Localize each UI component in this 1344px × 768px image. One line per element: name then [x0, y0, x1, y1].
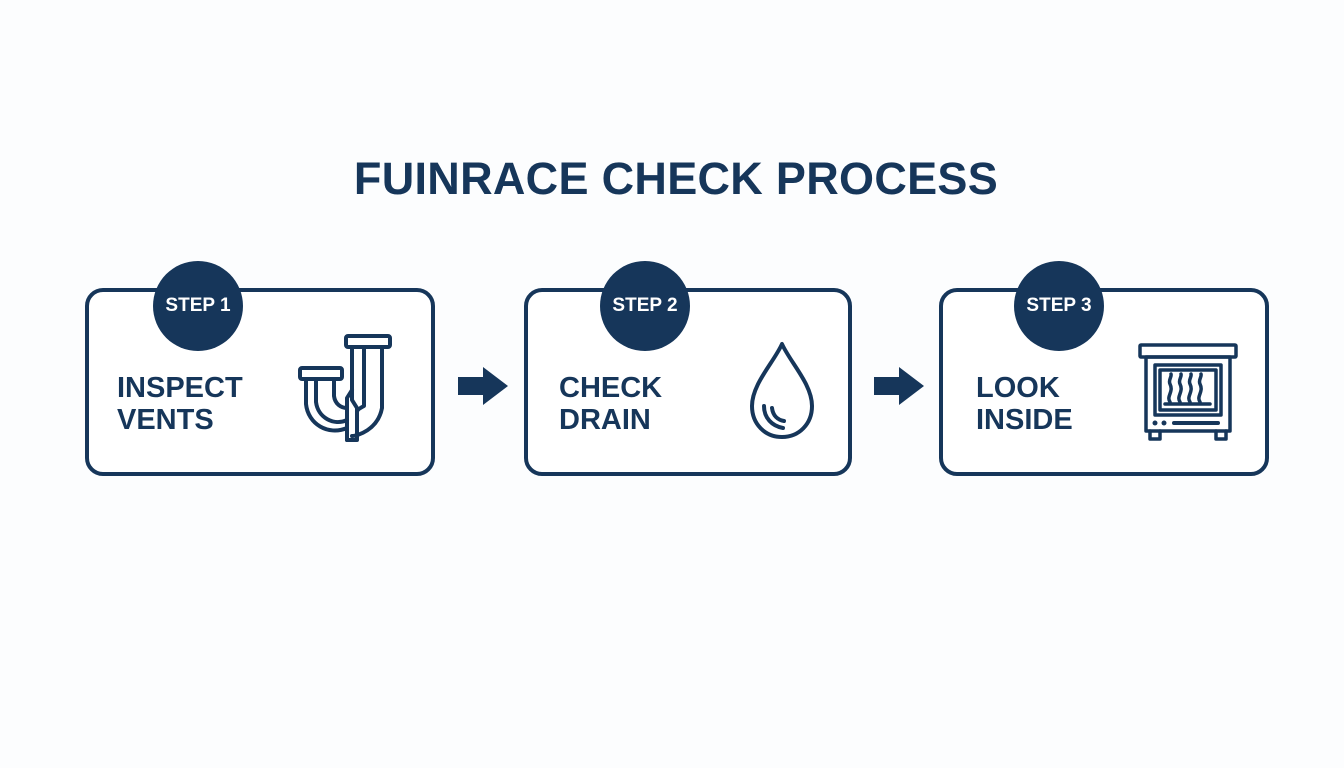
step-1-label: INSPECT VENTS [117, 372, 243, 436]
step-2-card: STEP 2 CHECK DRAIN [524, 261, 852, 476]
step-1-card: STEP 1 INSPECT VENTS [85, 261, 435, 476]
arrow-right-icon [874, 367, 924, 405]
step-2-label-line1: CHECK [559, 372, 663, 404]
diagram-title: FUINRACE CHECK PROCESS [353, 153, 999, 204]
step-1-label-line2: VENTS [117, 404, 214, 436]
step-3-label: LOOK INSIDE [976, 372, 1073, 436]
step-3-label-line2: INSIDE [976, 404, 1073, 436]
step-3-label-line1: LOOK [976, 372, 1060, 404]
pipe-icon [298, 334, 392, 442]
step-2-label: CHECK DRAIN [559, 372, 662, 436]
step-3-card: STEP 3 LOOK INSIDE [939, 261, 1269, 476]
step-2-badge: STEP 2 [600, 261, 690, 351]
step-3-badge: STEP 3 [1014, 261, 1104, 351]
water-drop-icon [750, 342, 814, 439]
step-2-label-line2: DRAIN [559, 404, 651, 436]
step-1-badge: STEP 1 [153, 261, 243, 351]
arrow-right-icon [458, 367, 508, 405]
furnace-icon [1138, 343, 1238, 441]
step-1-label-line1: INSPECT [117, 372, 243, 404]
